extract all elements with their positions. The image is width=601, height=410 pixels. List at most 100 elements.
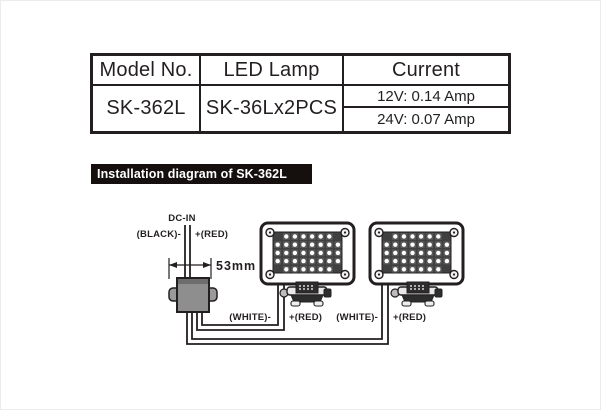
bracket-side-block — [434, 288, 443, 298]
led-dot — [301, 250, 306, 256]
section-title-bar: Installation diagram of SK-362L — [91, 164, 312, 184]
bracket-foot — [313, 300, 324, 307]
led-dot — [401, 234, 407, 239]
led-dot — [436, 267, 441, 272]
led-dot — [318, 258, 323, 264]
lamp1-mount-bracket — [279, 281, 332, 307]
led-dot — [410, 250, 415, 256]
wire-lamp1-white — [201, 285, 279, 326]
led-dot — [309, 234, 315, 239]
led-dot — [327, 258, 332, 264]
led-dot — [327, 234, 332, 239]
bracket-texture — [410, 285, 426, 290]
lamp2-mount-bracket — [390, 281, 443, 307]
led-dot — [327, 250, 332, 256]
lamp2-led-array — [383, 233, 451, 273]
dimension-arrow-right — [203, 262, 211, 268]
dimension-arrow-left — [169, 262, 177, 268]
led-dot — [292, 234, 298, 239]
led-dot — [327, 267, 332, 272]
led-dot — [427, 234, 432, 239]
led-dot — [309, 250, 315, 256]
lamp1-positive-label: +(RED) — [289, 312, 322, 323]
led-dot — [418, 242, 424, 247]
led-dot — [410, 242, 415, 247]
col-header-model-no: Model No. — [93, 56, 201, 86]
bracket-foot — [401, 300, 412, 307]
bracket-texture — [299, 285, 315, 290]
led-dot — [436, 242, 441, 247]
led-dot — [335, 258, 341, 264]
led-dot — [427, 250, 432, 256]
dimension-53mm: 53mm — [168, 258, 256, 279]
lamp-2: (WHITE)- +(RED) — [336, 221, 465, 323]
lamp2-positive-label: +(RED) — [393, 312, 426, 323]
led-dot — [444, 258, 450, 264]
bracket-side-block — [323, 288, 332, 298]
led-dot — [335, 250, 341, 256]
led-dot — [444, 242, 450, 247]
led-dot — [384, 250, 389, 256]
screw-dot — [377, 273, 381, 276]
led-dot — [393, 258, 398, 264]
led-dot — [301, 258, 306, 264]
led-dot — [393, 242, 398, 247]
lamp1-led-array — [274, 233, 342, 273]
led-dot — [410, 234, 415, 239]
led-dot — [318, 242, 323, 247]
bracket-block — [406, 281, 430, 294]
led-dot — [444, 250, 450, 256]
led-dot — [301, 267, 306, 272]
led-dot — [401, 242, 407, 247]
lamp2-screws — [374, 227, 459, 280]
screw-dot — [452, 273, 456, 276]
dc-negative-label: (BLACK)- — [137, 229, 181, 240]
col-header-led-lamp: LED Lamp — [201, 56, 344, 86]
led-dot — [401, 258, 407, 264]
col-header-current: Current — [344, 56, 508, 86]
led-dot — [284, 234, 289, 239]
lamp2-negative-label: (WHITE)- — [336, 312, 378, 323]
led-dot — [327, 242, 332, 247]
led-dot — [393, 267, 398, 272]
led-dot — [393, 250, 398, 256]
screw-dot — [343, 231, 347, 234]
led-dot — [384, 258, 389, 264]
wire-lamp2-white — [191, 285, 383, 340]
led-dot — [427, 267, 432, 272]
led-dot — [436, 250, 441, 256]
led-dot — [292, 250, 298, 256]
installation-diagram: DC-IN (BLACK)- +(RED) 53mm — [137, 213, 465, 345]
led-dot — [292, 242, 298, 247]
wire-lamp2-red — [186, 285, 389, 345]
wire-bus — [186, 285, 389, 345]
led-dot — [284, 242, 289, 247]
led-dot — [410, 267, 415, 272]
wire-lamp1-red — [196, 285, 285, 331]
led-dot — [309, 242, 315, 247]
led-dot — [275, 258, 280, 264]
model-no-value: SK-362L — [93, 86, 201, 131]
led-dot — [335, 242, 341, 247]
led-dot — [418, 258, 424, 264]
dc-in-label: DC-IN — [168, 213, 195, 224]
led-dot — [436, 234, 441, 239]
led-lamp-value: SK-36Lx2PCS — [201, 86, 344, 131]
led-dot — [275, 250, 280, 256]
screw-dot — [268, 231, 272, 234]
led-dot — [318, 234, 323, 239]
dimension-label: 53mm — [216, 259, 256, 273]
dc-input: DC-IN (BLACK)- +(RED) — [137, 213, 228, 279]
screw-dot — [343, 273, 347, 276]
led-dot — [401, 267, 407, 272]
led-dot — [284, 267, 289, 272]
led-dot — [318, 267, 323, 272]
screw-dot — [377, 231, 381, 234]
bracket-block — [295, 281, 319, 294]
led-dot — [401, 250, 407, 256]
screw-dot — [452, 231, 456, 234]
dc-positive-label: +(RED) — [195, 229, 228, 240]
control-box — [168, 277, 218, 313]
led-dot — [292, 258, 298, 264]
